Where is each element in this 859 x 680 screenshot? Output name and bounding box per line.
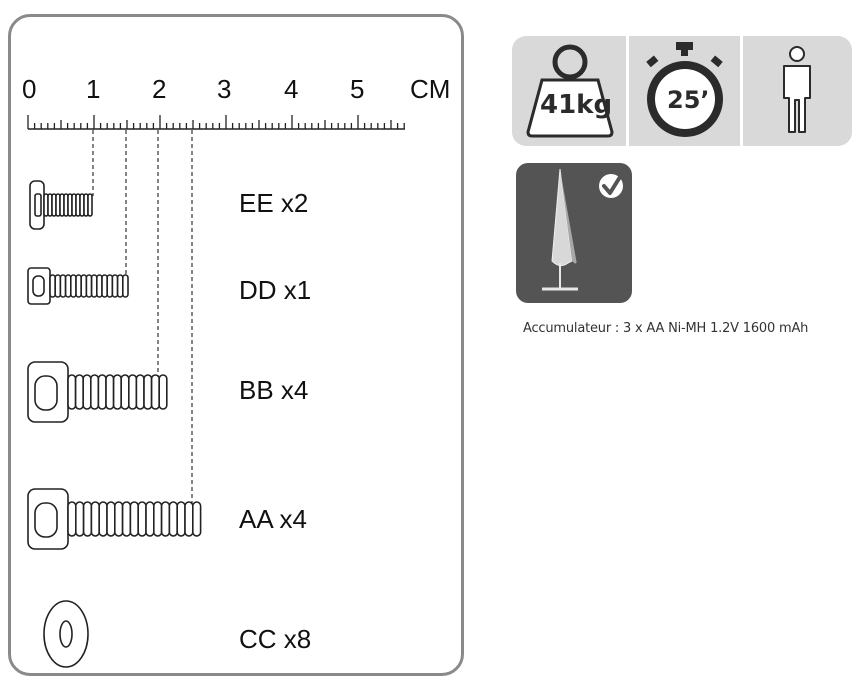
part-label-bb: BB x4 (239, 375, 309, 405)
screw-bb (27, 361, 168, 423)
ruler-label-0: 0 (22, 74, 37, 104)
time-value: 25’ (667, 86, 710, 114)
part-label-dd: DD x1 (239, 275, 312, 305)
check-icon (599, 174, 623, 198)
ruler-unit: CM (410, 74, 451, 104)
ruler-label-1: 1 (86, 74, 101, 104)
washer-cc (43, 600, 89, 668)
battery-note: Accumulateur : 3 x AA Ni-MH 1.2V 1600 mA… (523, 321, 809, 336)
spec-icons: 41kg 25’ (512, 36, 852, 146)
part-label-cc: CC x8 (239, 624, 312, 654)
weight-box: 41kg (512, 36, 626, 146)
ruler-label-3: 3 (217, 74, 232, 104)
ruler-label-4: 4 (284, 74, 299, 104)
weight-value: 41kg (540, 90, 613, 120)
stopwatch-icon (646, 42, 723, 137)
ruler-label-2: 2 (152, 74, 167, 104)
person-icon (783, 46, 811, 133)
part-label-ee: EE x2 (239, 188, 309, 218)
umbrella-cover-box (516, 163, 632, 303)
umbrella-cover-icon (542, 168, 578, 291)
screw-dd (27, 267, 129, 305)
screw-ee (29, 180, 93, 230)
ruler (27, 115, 405, 668)
people-box (743, 36, 852, 146)
part-label-aa: AA x4 (239, 504, 307, 534)
ruler-label-5: 5 (350, 74, 365, 104)
time-box: 25’ (629, 36, 740, 146)
screw-aa (27, 488, 202, 550)
weight-icon (526, 44, 614, 138)
hardware-panel (8, 14, 464, 676)
